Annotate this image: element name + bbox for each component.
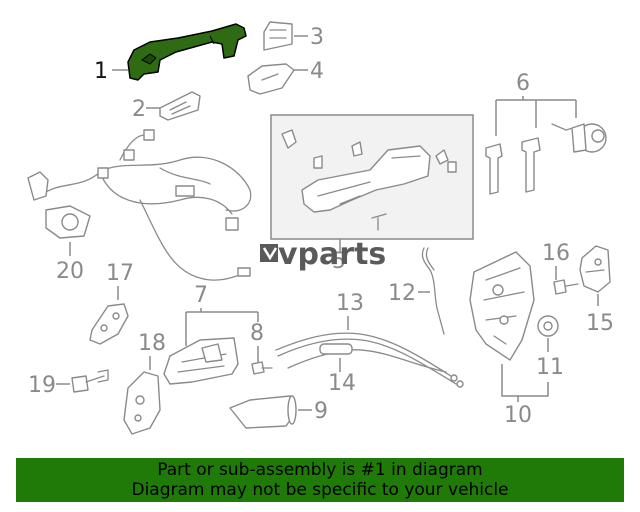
part-20-wiring-harness[interactable] [27, 129, 252, 281]
leader-7 [185, 308, 259, 346]
callout-2[interactable]: 2 [132, 97, 146, 122]
callout-12[interactable]: 12 [388, 281, 416, 306]
part-12-link-rod[interactable] [421, 247, 445, 335]
part-3-bracket[interactable] [263, 21, 293, 51]
part-16-bolt[interactable] [553, 279, 579, 295]
part-10-door-latch[interactable] [469, 251, 535, 361]
part-7-inner-handle[interactable] [163, 337, 239, 385]
leader-6 [495, 96, 577, 136]
callout-17[interactable]: 17 [106, 261, 134, 286]
callout-4[interactable]: 4 [310, 59, 324, 84]
part-5-handle-frame[interactable] [281, 129, 457, 231]
leader-10 [501, 364, 549, 402]
part-14-cable[interactable] [287, 343, 447, 373]
part-8-screw[interactable] [251, 361, 273, 375]
callout-15[interactable]: 15 [586, 311, 614, 336]
callout-9[interactable]: 9 [314, 399, 328, 424]
part-11-washer[interactable] [537, 315, 559, 337]
callout-3[interactable]: 3 [310, 25, 324, 50]
part-18-latch-bracket[interactable] [123, 371, 161, 435]
banner-line-2: Diagram may not be specific to your vehi… [131, 480, 509, 500]
callout-19[interactable]: 19 [28, 373, 56, 398]
part-6-key-cylinder[interactable] [485, 123, 607, 195]
notice-banner: Part or sub-assembly is #1 in diagram Di… [16, 458, 624, 502]
callout-1[interactable]: 1 [94, 59, 108, 84]
part-15-striker[interactable] [579, 245, 611, 293]
callout-10[interactable]: 10 [504, 403, 532, 428]
callout-8[interactable]: 8 [250, 321, 264, 346]
callout-6[interactable]: 6 [516, 71, 530, 96]
part-1-door-handle[interactable] [127, 23, 247, 81]
callout-20[interactable]: 20 [56, 259, 84, 284]
callout-13[interactable]: 13 [336, 291, 364, 316]
part-17-bracket[interactable] [89, 303, 129, 345]
callout-7[interactable]: 7 [194, 283, 208, 308]
callout-11[interactable]: 11 [536, 355, 564, 380]
callout-14[interactable]: 14 [328, 371, 356, 396]
callout-5[interactable]: 5 [332, 249, 346, 274]
watermark-text: vparts [278, 237, 386, 272]
part-2-handle-cap[interactable] [159, 91, 201, 121]
part-13-cable[interactable] [275, 332, 464, 388]
parts-diagram: 1 2 3 4 5 vparts 6 [27, 21, 614, 435]
callout-16[interactable]: 16 [542, 241, 570, 266]
part-9-handle-cover[interactable] [229, 395, 297, 429]
watermark-logo: vparts [260, 237, 386, 272]
part-4-gasket[interactable] [247, 63, 295, 95]
part-19-rod[interactable] [71, 369, 109, 393]
banner-line-1: Part or sub-assembly is #1 in diagram [157, 460, 483, 480]
callout-18[interactable]: 18 [138, 331, 166, 356]
